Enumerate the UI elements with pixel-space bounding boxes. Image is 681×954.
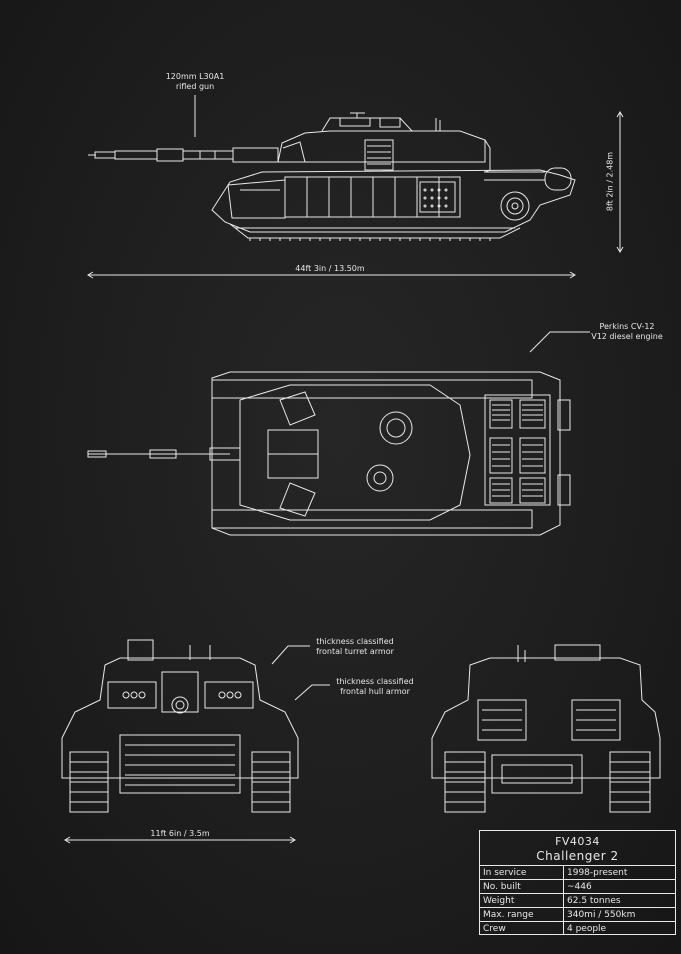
hull [212, 170, 575, 232]
loader-hatch [367, 465, 393, 491]
hull-armor-annotation: thickness classified frontal hull armor [325, 677, 425, 697]
hull-armor-line1: thickness classified [336, 677, 414, 686]
front-view [62, 640, 298, 812]
turret-stowage-box [365, 140, 393, 170]
spec-label: Max. range [480, 907, 564, 922]
left-smoke-dischargers [108, 682, 156, 708]
commander-sight [340, 118, 370, 126]
width-dimension [65, 837, 295, 843]
engine-deck [485, 395, 550, 505]
height-dimension [617, 112, 623, 252]
spec-name: Challenger 2 [536, 849, 619, 863]
spec-header: FV4034 Challenger 2 [480, 831, 675, 866]
turret [278, 131, 485, 162]
spec-value: 1998-present [563, 866, 675, 880]
spec-label: Crew [480, 921, 564, 935]
track [230, 224, 520, 238]
engine-annotation-line1: Perkins CV-12 [599, 322, 655, 331]
spec-label: No. built [480, 879, 564, 894]
spec-value: ~446 [563, 879, 675, 894]
length-dimension [88, 272, 575, 278]
top-hull [212, 372, 560, 535]
muzzle-reference-sensor [95, 152, 115, 158]
turret-armor-leader [272, 646, 310, 664]
width-annotation: 11ft 6in / 3.5m [150, 829, 210, 838]
rear-stowage [545, 168, 571, 190]
engine-annotation-line2: V12 diesel engine [591, 332, 663, 341]
rear-hull [432, 658, 660, 778]
spec-value: 340mi / 550km [563, 907, 675, 922]
top-turret [240, 385, 470, 520]
turret-armor-line1: thickness classified [316, 637, 394, 646]
side-view [88, 113, 575, 241]
spec-value: 4 people [567, 923, 607, 934]
spec-value: 62.5 tonnes [563, 893, 675, 908]
front-glacis [120, 735, 240, 793]
length-annotation: 44ft 3in / 13.50m [295, 264, 365, 273]
gun-mantlet [233, 148, 278, 162]
drive-sprocket [501, 192, 529, 220]
gun-annotation-line1: 120mm L30A1 [165, 72, 225, 81]
commander-hatch [380, 412, 412, 444]
gun-barrel [115, 151, 157, 159]
gun-annotation-line2: rifled gun [175, 82, 215, 91]
turret-armor-line2: frontal turret armor [316, 647, 394, 656]
rear-plate [492, 755, 582, 793]
gun-annotation: 120mm L30A1 rifled gun [160, 72, 230, 92]
turret-armor-annotation: thickness classified frontal turret armo… [305, 637, 405, 657]
front-gun-muzzle [172, 697, 188, 713]
engine-leader-line [530, 332, 590, 352]
engine-annotation: Perkins CV-12 V12 diesel engine [582, 322, 672, 342]
hull-armor-leader [295, 685, 330, 700]
right-smoke-dischargers [205, 682, 253, 708]
rear-view [432, 645, 660, 812]
height-annotation: 8ft 2in / 2.48m [605, 151, 615, 212]
fume-extractor [157, 149, 183, 161]
spec-row: No. built~446 [480, 879, 675, 894]
top-view [88, 372, 570, 535]
spec-designation: FV4034 [555, 835, 600, 848]
spec-label: Weight [480, 893, 564, 908]
front-gun-mantlet [162, 672, 198, 712]
hull-armor-line2: frontal hull armor [340, 687, 410, 696]
front-hull [62, 658, 298, 778]
spec-label: In service [480, 866, 564, 880]
